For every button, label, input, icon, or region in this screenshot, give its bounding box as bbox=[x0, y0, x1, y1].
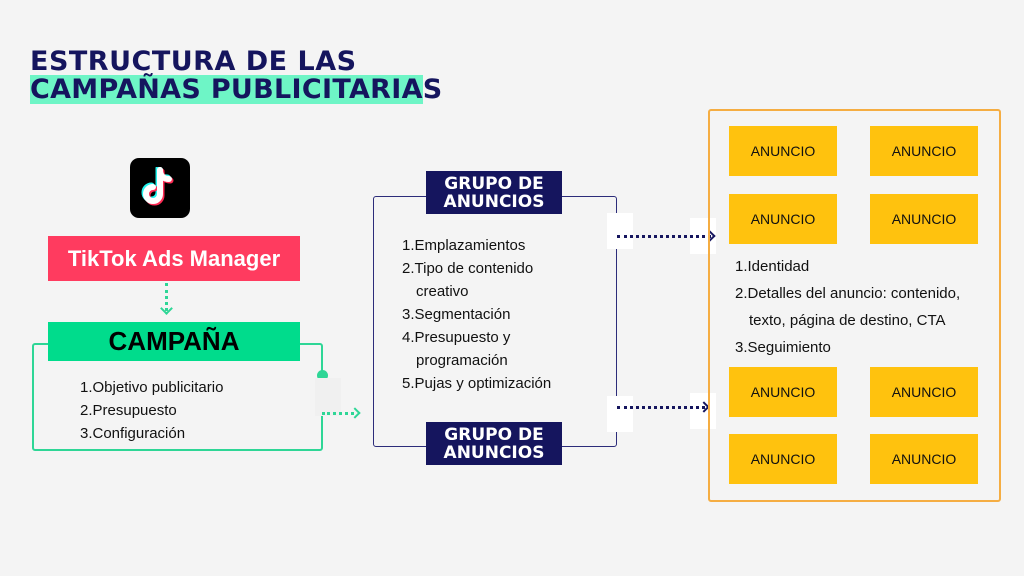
ad-card: ANUNCIO bbox=[870, 434, 978, 484]
arrow-head-icon bbox=[349, 407, 361, 419]
list-item: creativo bbox=[416, 283, 469, 300]
ad-card: ANUNCIO bbox=[729, 194, 837, 244]
ads-list: 1.Identidad 2.Detalles del anuncio: cont… bbox=[735, 253, 960, 361]
ad-card: ANUNCIO bbox=[729, 126, 837, 176]
connector-gap bbox=[315, 378, 341, 416]
connector-gap bbox=[607, 396, 633, 432]
list-item: 1.Objetivo publicitario bbox=[80, 379, 224, 396]
ad-card: ANUNCIO bbox=[729, 367, 837, 417]
arrow-to-ads-top bbox=[617, 235, 711, 238]
title-line-1: ESTRUCTURA DE LAS bbox=[30, 46, 357, 77]
tiktok-logo-icon bbox=[130, 158, 190, 218]
ad-card: ANUNCIO bbox=[729, 434, 837, 484]
arrow-to-adgroup bbox=[322, 412, 354, 415]
campaign-title: CAMPAÑA bbox=[48, 322, 300, 361]
list-item: 3.Segmentación bbox=[402, 306, 511, 323]
list-item: 3.Seguimiento bbox=[735, 339, 831, 356]
ad-card: ANUNCIO bbox=[870, 367, 978, 417]
ads-box bbox=[708, 109, 1001, 502]
list-item: 3.Configuración bbox=[80, 425, 186, 442]
down-arrow-icon bbox=[165, 283, 168, 311]
arrow-head-icon bbox=[160, 302, 173, 315]
list-item: 2.Detalles del anuncio: contenido, bbox=[735, 285, 961, 302]
list-item: texto, página de destino, CTA bbox=[749, 312, 946, 329]
title-line-2: CAMPAÑAS PUBLICITARIAS bbox=[30, 74, 443, 105]
ad-card: ANUNCIO bbox=[870, 126, 978, 176]
campaign-list: 1.Objetivo publicitario 2.Presupuesto 3.… bbox=[80, 376, 223, 445]
ad-group-list: 1.Emplazamientos 2.Tipo de contenido cre… bbox=[402, 234, 551, 395]
list-item: 1.Identidad bbox=[735, 258, 810, 275]
arrow-to-ads-bottom bbox=[617, 406, 705, 409]
list-item: 2.Tipo de contenido bbox=[402, 260, 534, 277]
list-item: 1.Emplazamientos bbox=[402, 237, 526, 254]
list-item: 5.Pujas y optimización bbox=[402, 375, 552, 392]
list-item: programación bbox=[416, 352, 508, 369]
list-item: 2.Presupuesto bbox=[80, 402, 177, 419]
connector-dot bbox=[317, 370, 328, 381]
list-item: 4.Presupuesto y bbox=[402, 329, 511, 346]
ad-card: ANUNCIO bbox=[870, 194, 978, 244]
connector-gap bbox=[690, 393, 716, 429]
tiktok-ads-manager-label: TikTok Ads Manager bbox=[48, 236, 300, 281]
connector-gap bbox=[607, 213, 633, 249]
